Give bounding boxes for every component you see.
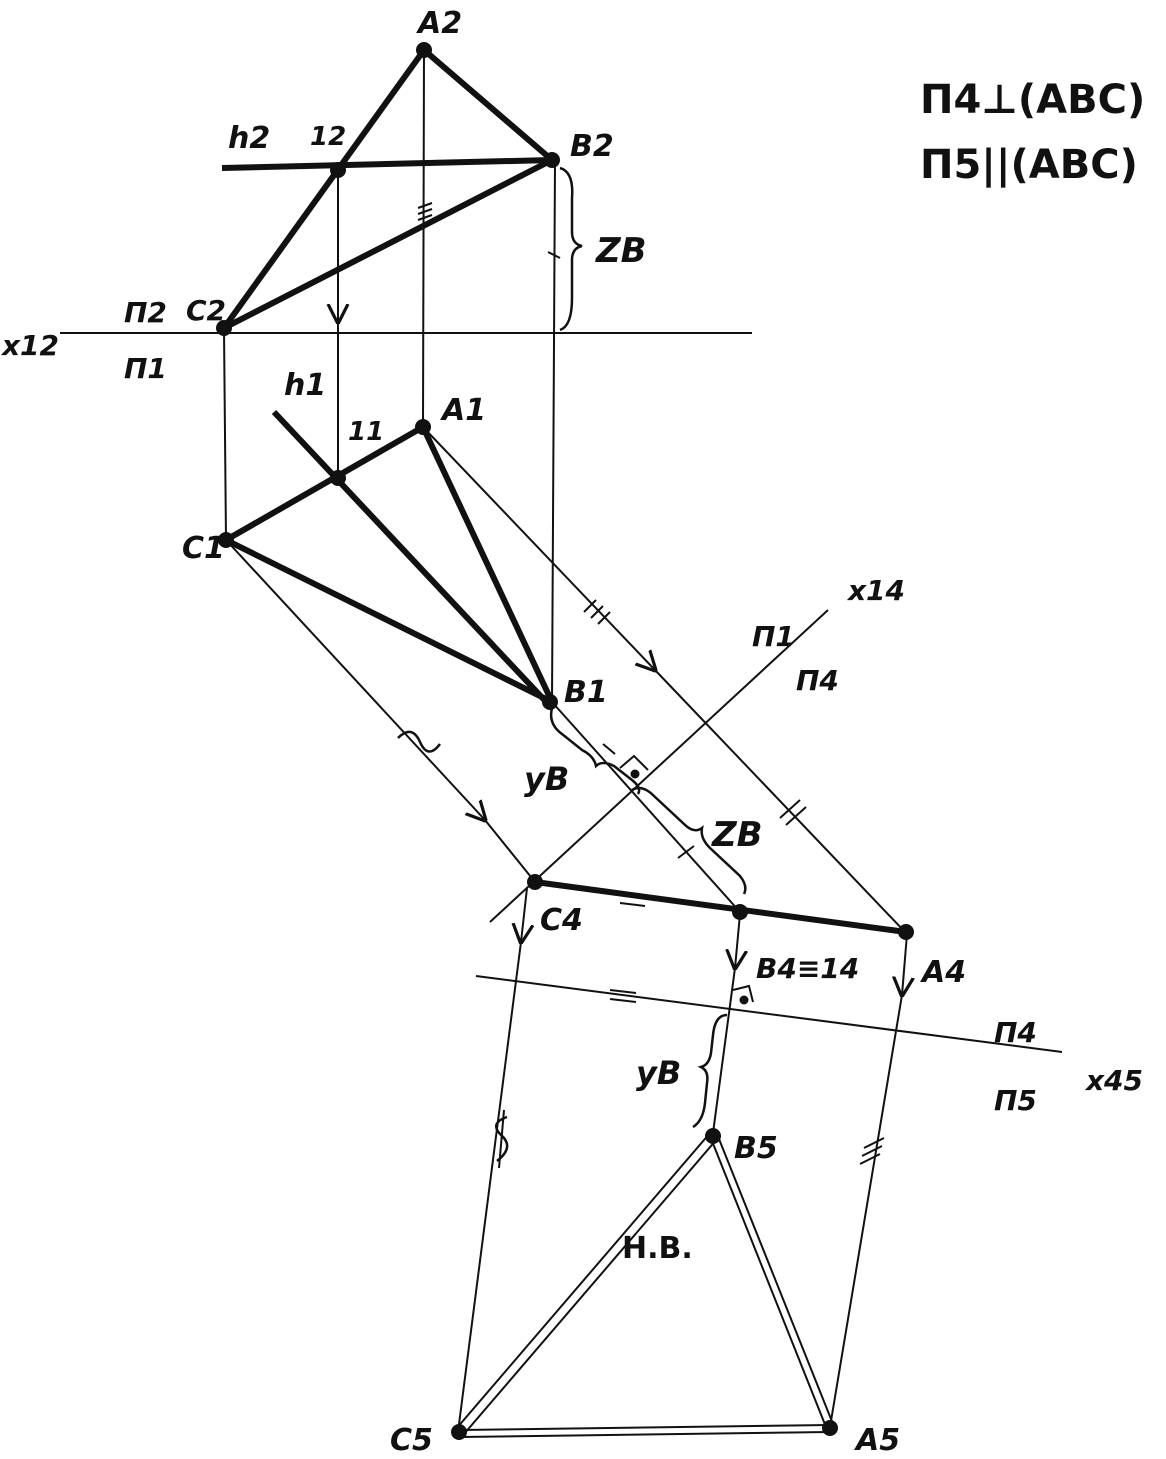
- label-x12-plane-top: Π2: [124, 296, 167, 329]
- equality-ticks: [417, 202, 885, 1165]
- label-zb-top: ZB: [595, 231, 647, 271]
- horizontal-h2: [221, 157, 553, 171]
- condition-note-2: Π5||(ABC): [920, 142, 1138, 189]
- link-c2-c1: [223, 329, 227, 541]
- point-c2: [216, 320, 232, 336]
- point-a4: [898, 924, 914, 940]
- label-x12-plane-bottom: Π1: [124, 352, 167, 385]
- label-a2: A2: [416, 6, 462, 41]
- label-11: 11: [348, 417, 384, 447]
- brace-yb-bottom: [692, 1013, 728, 1129]
- true-size-triangle: [455, 1132, 834, 1438]
- vertices: [216, 42, 914, 1440]
- link-a1-a4: [654, 669, 906, 933]
- label-a4: A4: [920, 955, 966, 990]
- link-a4-a5: [829, 994, 903, 1428]
- axis-x45: [475, 975, 1063, 1053]
- label-b2: B2: [570, 129, 614, 164]
- condition-note-1: Π4⊥(ABC): [920, 77, 1145, 123]
- point-c1: [218, 532, 234, 548]
- label-x12: x12: [0, 329, 59, 362]
- brace-yb-top: [549, 707, 641, 795]
- point-a5: [822, 1420, 838, 1436]
- label-x14-plane-top: Π1: [752, 620, 795, 653]
- label-h2: h2: [228, 121, 270, 156]
- link-c4-c5: [457, 941, 522, 1433]
- link-b4-b5-arrow: [735, 913, 740, 968]
- link-c1-c4-arrow: [225, 539, 485, 820]
- point-b4: [732, 904, 748, 920]
- edge-b2-c2: [222, 157, 554, 331]
- right-angle-markers: [619, 754, 754, 1005]
- link-c1-c4: [484, 819, 536, 883]
- label-b4: B4≡14: [756, 952, 859, 985]
- link-c4-c5-arrow: [521, 887, 527, 942]
- edge-a2-c2: [221, 48, 427, 330]
- label-zb-bottom: ZB: [711, 815, 763, 855]
- point-b1: [542, 694, 558, 710]
- label-true-size: Н.В.: [622, 1231, 693, 1266]
- link-a2-a1: [422, 49, 425, 428]
- wavy-mark-c1-c4: [397, 730, 441, 753]
- link-lines: [223, 49, 907, 1433]
- edge-b1-c1: [224, 537, 554, 705]
- point-a2: [416, 42, 432, 58]
- label-b1: B1: [564, 675, 608, 710]
- link-b2-b1: [551, 161, 556, 703]
- link-a4-a5-arrow: [902, 933, 907, 995]
- horizontal-h1: [271, 409, 553, 709]
- label-c5: C5: [390, 1423, 433, 1458]
- edge-view-c4-a4: [534, 879, 907, 935]
- edge-a2-b2: [422, 47, 554, 163]
- label-a5: A5: [854, 1423, 900, 1458]
- label-h1: h1: [284, 368, 326, 403]
- edge-a1-b1: [420, 425, 555, 704]
- link-b4-b5: [712, 967, 736, 1134]
- label-c4: C4: [540, 903, 583, 938]
- point-c4: [527, 874, 543, 890]
- label-x14: x14: [846, 574, 905, 607]
- link-a1-a4-arrow: [422, 426, 655, 670]
- point-12: [330, 162, 346, 178]
- label-x45-plane-bottom: Π5: [994, 1084, 1037, 1117]
- wavy-mark-c4-c5-bar: [498, 1109, 505, 1169]
- brace-zb-bottom: [631, 786, 747, 895]
- link-b1-b4: [551, 701, 741, 913]
- frontal-projection: [221, 47, 554, 331]
- label-x45-plane-top: Π4: [994, 1016, 1037, 1049]
- point-b5: [705, 1128, 721, 1144]
- horizontal-projection: [224, 409, 555, 709]
- point-11: [330, 470, 346, 486]
- label-b5: B5: [734, 1131, 778, 1166]
- label-c1: C1: [182, 531, 225, 566]
- label-a1: A1: [440, 393, 486, 428]
- label-yb-bottom: yB: [636, 1054, 681, 1092]
- label-c2: C2: [186, 294, 226, 327]
- edge-a1-c1: [224, 424, 425, 543]
- brace-zb-top: [559, 166, 583, 332]
- label-x14-plane-bottom: Π4: [796, 664, 839, 697]
- label-yb-top: yB: [524, 760, 569, 798]
- point-c5: [451, 1424, 467, 1440]
- point-a1: [415, 419, 431, 435]
- label-x45: x45: [1084, 1064, 1143, 1097]
- axis-x14: [489, 609, 829, 923]
- point-b2: [544, 152, 560, 168]
- label-12: 12: [310, 122, 346, 152]
